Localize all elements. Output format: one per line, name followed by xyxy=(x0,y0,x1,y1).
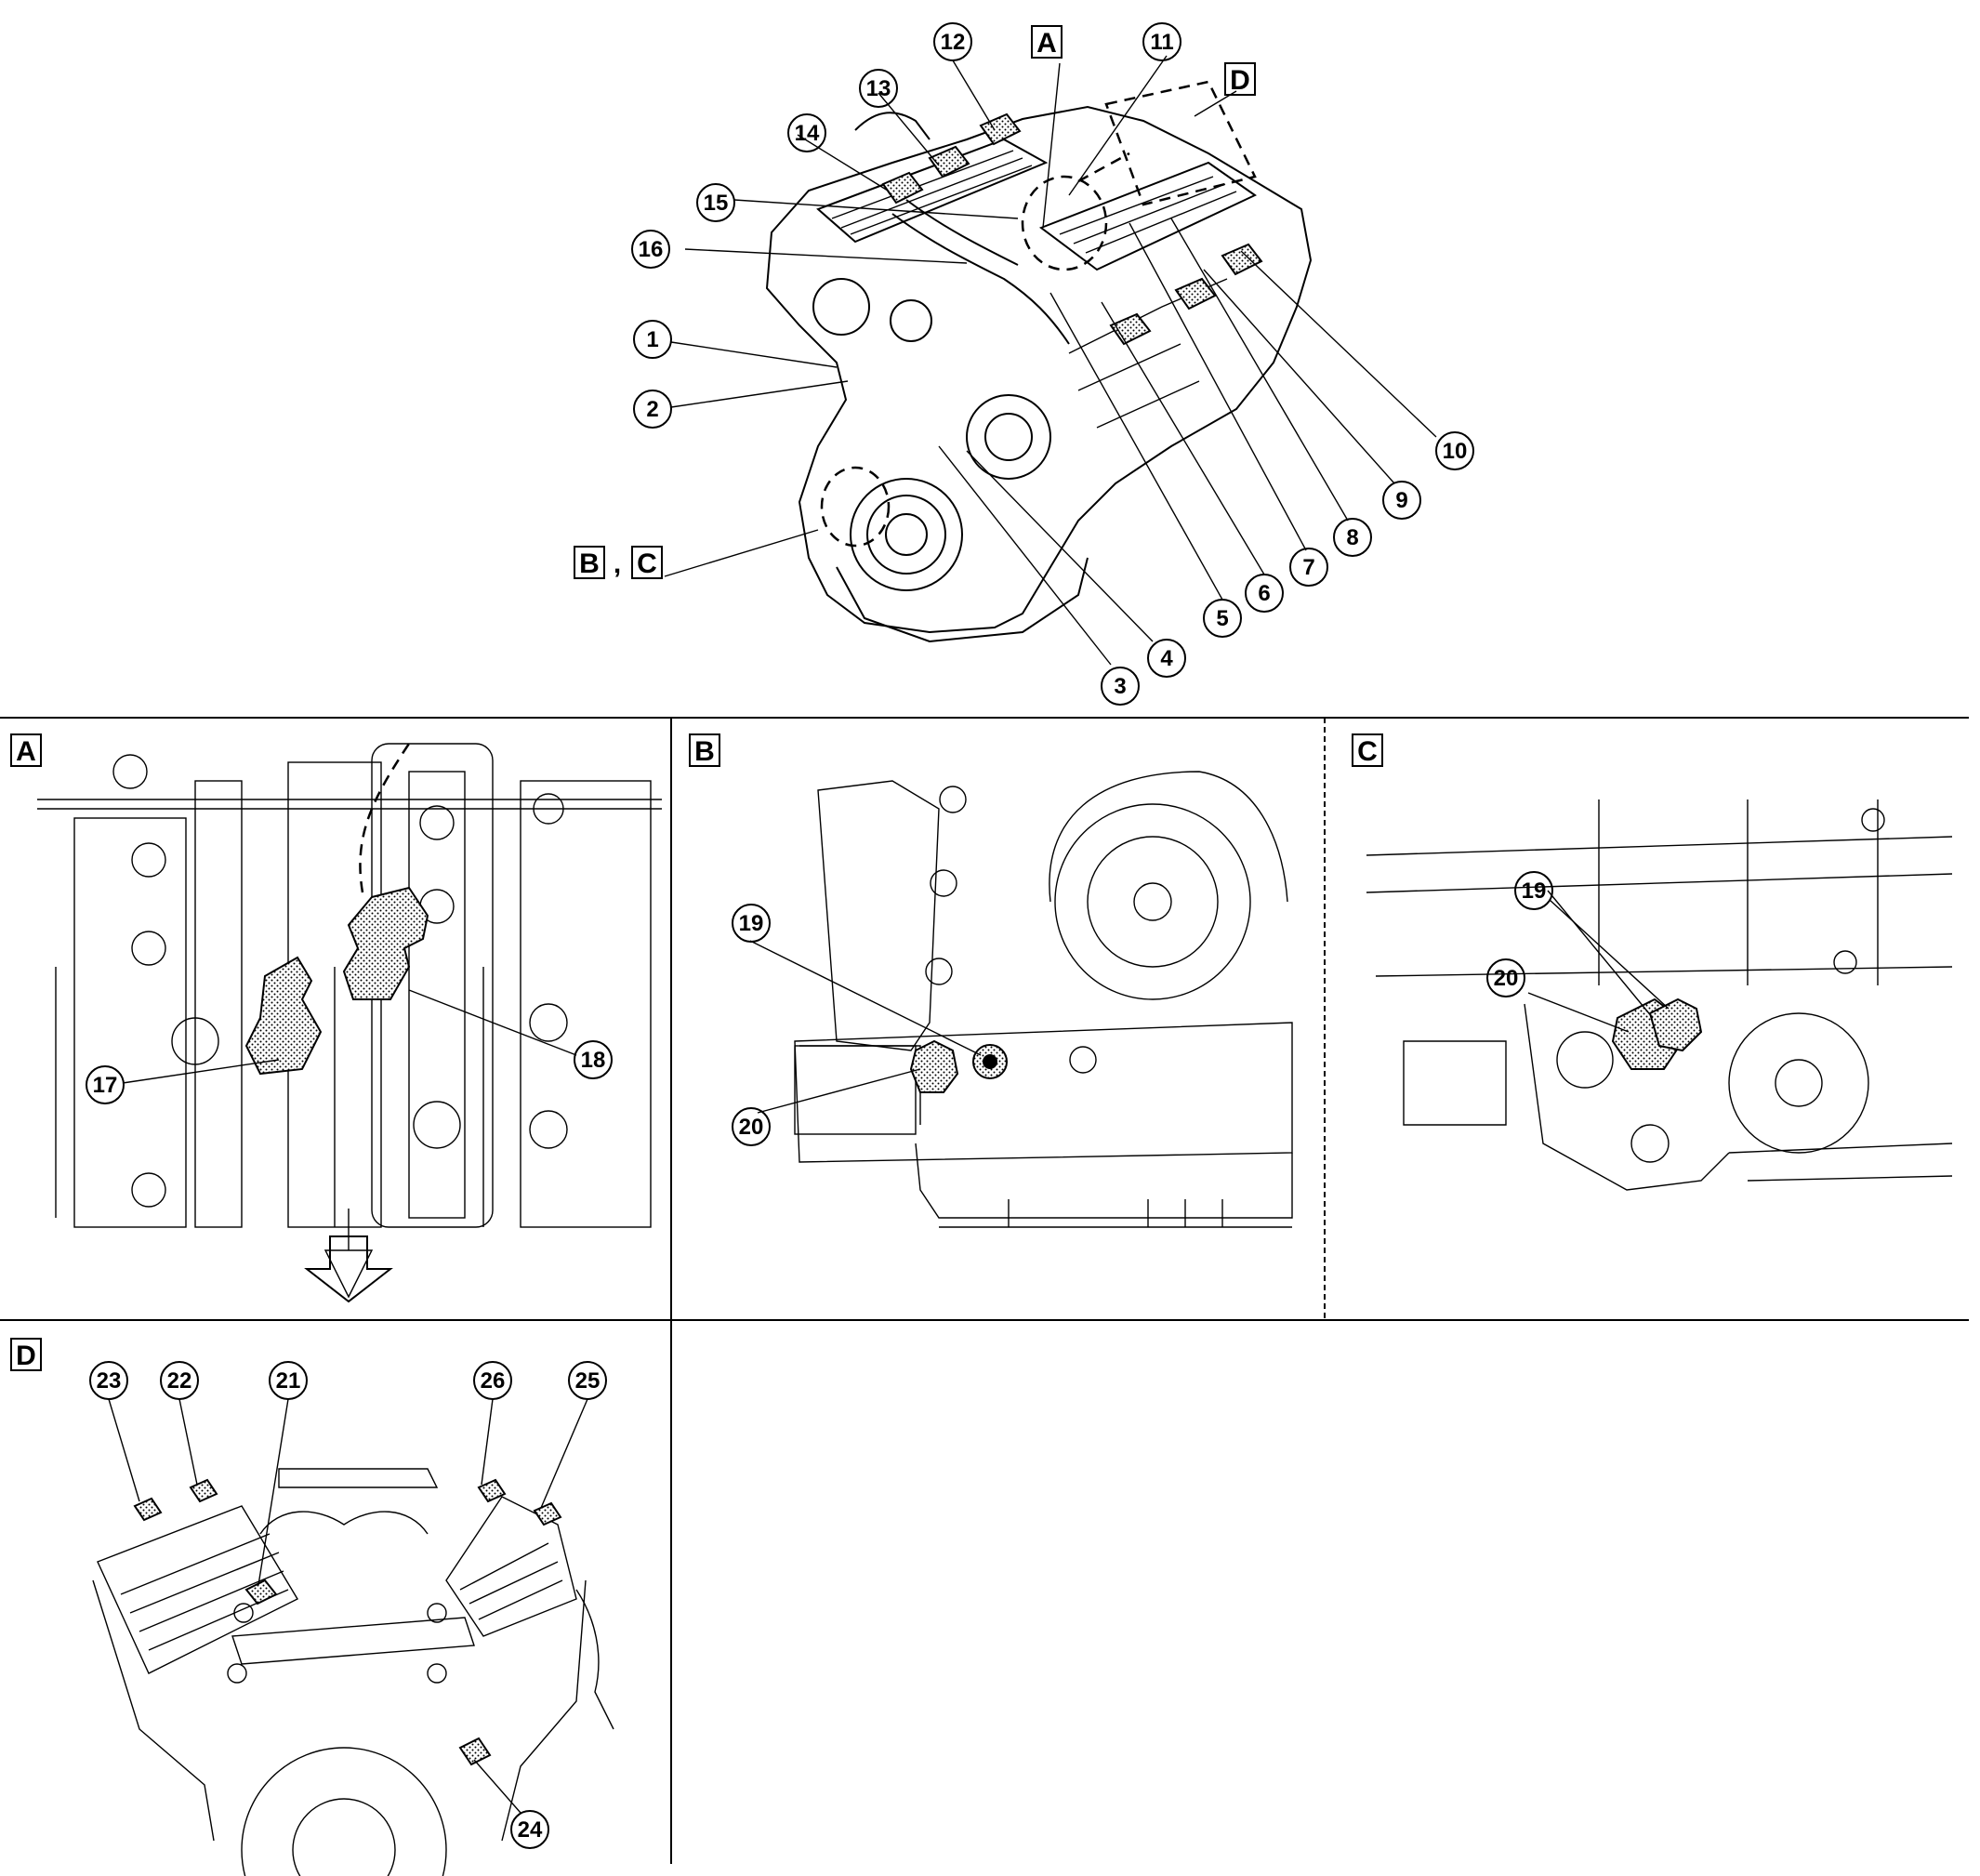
view-ref-B: B xyxy=(574,546,605,579)
svg-text:C: C xyxy=(637,548,657,579)
svg-text:B: B xyxy=(694,736,715,767)
overview-leader-lines xyxy=(664,55,1437,666)
svg-text:5: 5 xyxy=(1216,606,1228,631)
svg-text:17: 17 xyxy=(93,1073,118,1098)
svg-text:22: 22 xyxy=(167,1368,192,1394)
callout-6: 6 xyxy=(1245,574,1284,613)
svg-text:3: 3 xyxy=(1114,674,1126,699)
callout-22: 22 xyxy=(160,1361,199,1400)
callout-10: 10 xyxy=(1435,431,1474,470)
engine-overview-illustration xyxy=(765,80,1313,643)
svg-text:26: 26 xyxy=(481,1368,506,1394)
svg-text:11: 11 xyxy=(1150,30,1173,55)
view-ref-D: D xyxy=(1224,62,1256,96)
svg-text:A: A xyxy=(1036,28,1057,59)
callout-26: 26 xyxy=(473,1361,512,1400)
view-ref-C: C xyxy=(631,546,663,579)
callout-18: 18 xyxy=(574,1040,613,1079)
callout-21: 21 xyxy=(269,1361,308,1400)
callout-19-B: 19 xyxy=(732,904,771,943)
callout-16: 16 xyxy=(631,230,670,269)
svg-text:10: 10 xyxy=(1443,439,1468,464)
svg-text:A: A xyxy=(16,736,36,767)
callout-19-C: 19 xyxy=(1514,871,1553,910)
svg-text:13: 13 xyxy=(866,76,891,101)
panel-A: A xyxy=(10,733,662,1303)
svg-text:7: 7 xyxy=(1302,555,1314,580)
svg-text:18: 18 xyxy=(581,1048,606,1073)
callout-3: 3 xyxy=(1101,667,1140,706)
svg-text:12: 12 xyxy=(941,30,966,55)
callout-13: 13 xyxy=(859,69,898,108)
callout-2: 2 xyxy=(633,390,672,429)
panel-B: B 19 20 xyxy=(689,733,1293,1228)
panel-C: C 19 20 xyxy=(1352,733,1953,1191)
svg-text:9: 9 xyxy=(1395,488,1407,513)
svg-text:8: 8 xyxy=(1346,525,1358,550)
svg-text:20: 20 xyxy=(1494,966,1519,991)
svg-text:20: 20 xyxy=(739,1115,764,1140)
panel-D: D 23 22 xyxy=(10,1338,614,1876)
callout-11: 11 xyxy=(1142,22,1181,61)
svg-text:19: 19 xyxy=(739,911,764,936)
view-ref-separator: , xyxy=(614,548,621,579)
svg-text:D: D xyxy=(16,1341,36,1371)
svg-text:24: 24 xyxy=(518,1817,543,1843)
svg-text:6: 6 xyxy=(1258,581,1270,606)
svg-text:2: 2 xyxy=(646,397,658,422)
callout-12: 12 xyxy=(933,22,972,61)
callout-9: 9 xyxy=(1382,481,1421,520)
svg-text:D: D xyxy=(1230,65,1250,96)
svg-text:15: 15 xyxy=(704,191,729,216)
callout-14: 14 xyxy=(787,113,826,152)
overview-callouts: 1 2 3 4 5 6 7 8 9 10 11 12 13 14 15 16 xyxy=(631,22,1474,706)
callout-5: 5 xyxy=(1203,599,1242,638)
callout-15: 15 xyxy=(696,183,735,222)
panel-grid xyxy=(0,717,1969,1864)
callout-24: 24 xyxy=(510,1810,549,1849)
svg-text:C: C xyxy=(1357,736,1378,767)
callout-20-C: 20 xyxy=(1486,958,1525,997)
svg-text:25: 25 xyxy=(575,1368,601,1394)
callout-4: 4 xyxy=(1147,639,1186,678)
svg-text:4: 4 xyxy=(1160,646,1173,671)
callout-20-B: 20 xyxy=(732,1107,771,1146)
svg-text:16: 16 xyxy=(639,237,664,262)
callout-7: 7 xyxy=(1289,548,1328,587)
view-ref-A: A xyxy=(1031,25,1063,59)
svg-text:21: 21 xyxy=(276,1368,301,1394)
svg-text:B: B xyxy=(579,548,600,579)
callout-17: 17 xyxy=(86,1065,125,1104)
svg-text:23: 23 xyxy=(97,1368,122,1394)
callout-8: 8 xyxy=(1333,518,1372,557)
callout-1: 1 xyxy=(633,320,672,359)
callout-23: 23 xyxy=(89,1361,128,1400)
svg-text:19: 19 xyxy=(1522,879,1547,904)
svg-text:1: 1 xyxy=(646,327,658,352)
callout-25: 25 xyxy=(568,1361,607,1400)
svg-text:14: 14 xyxy=(795,121,820,146)
